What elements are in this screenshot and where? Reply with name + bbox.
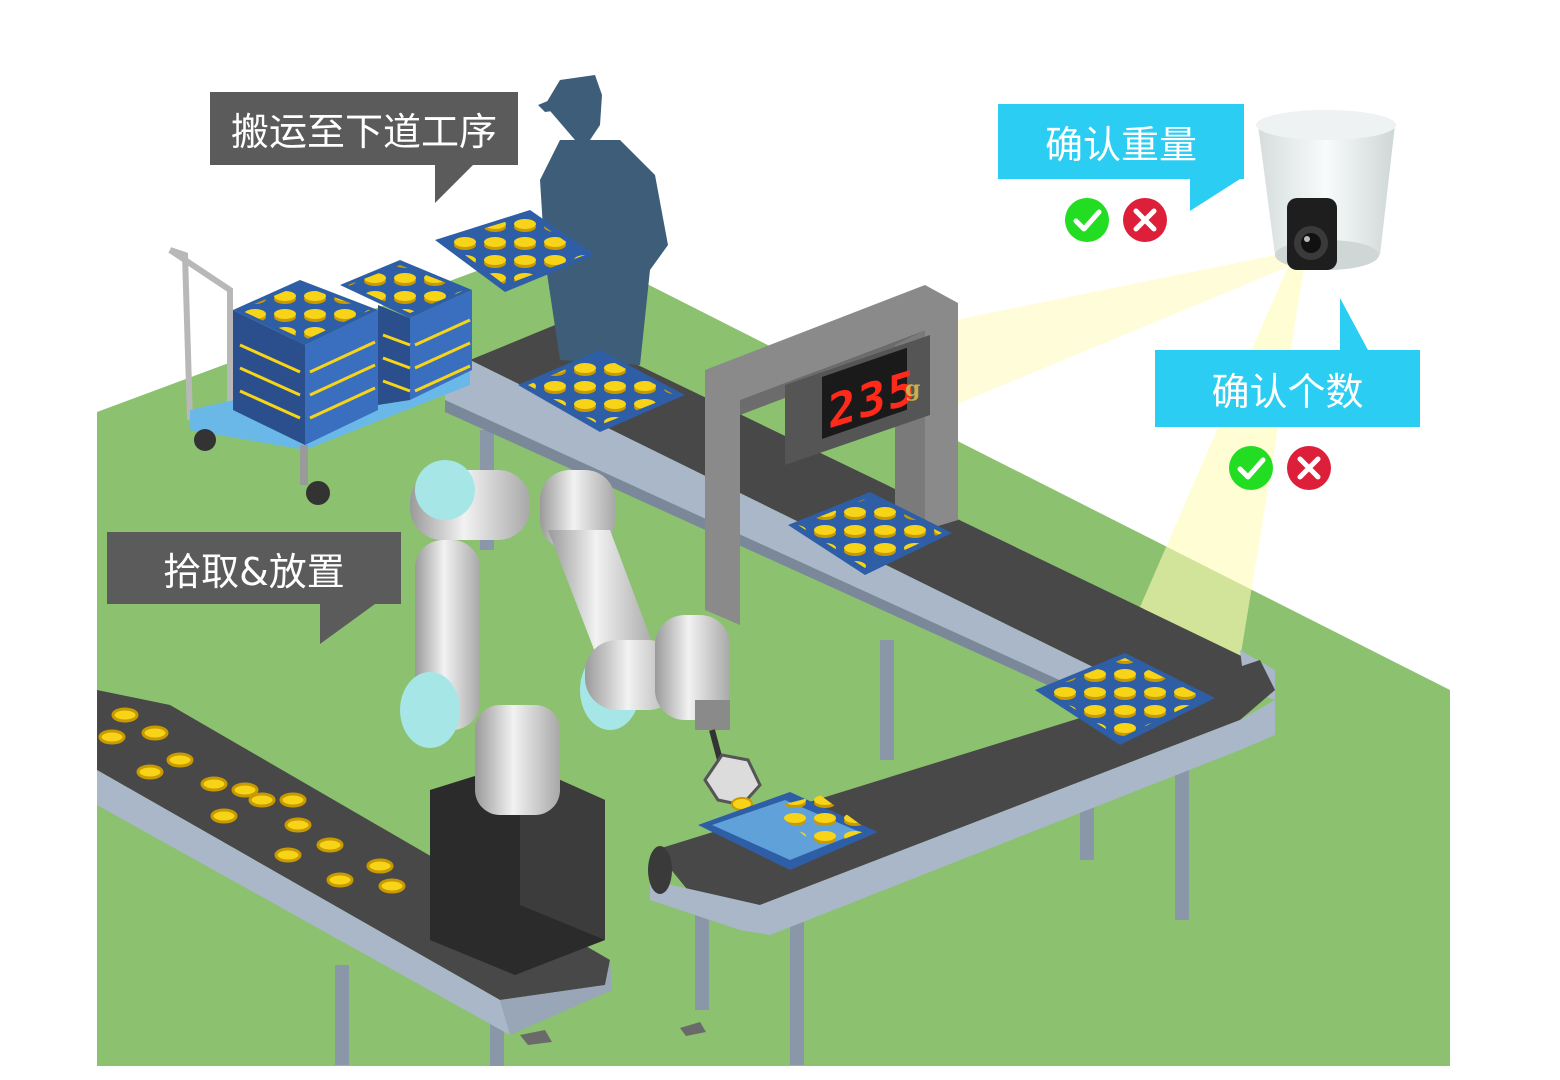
tray-in-gate: [788, 492, 952, 575]
worker-arm: [590, 225, 660, 272]
tray-being-filled: [698, 792, 878, 870]
callout-count-text: 确认个数: [1211, 370, 1364, 414]
cross-icon: [1287, 446, 1331, 490]
callout-transport-tail: [435, 165, 473, 203]
robot-arm: [400, 460, 762, 975]
tray-stack-right: [340, 260, 472, 405]
cross-icon: [1123, 198, 1167, 242]
callout-count: 确认个数: [1155, 350, 1420, 427]
tray-cart: [168, 247, 472, 505]
callout-transport: 搬运至下道工序: [210, 92, 518, 165]
callout-weight: 确认重量: [998, 104, 1244, 179]
weighing-gate: [705, 285, 958, 625]
tray-on-belt-3: [1035, 653, 1215, 745]
weight-display: [822, 347, 907, 439]
gripper: [703, 753, 762, 807]
weight-status-icons: [1064, 197, 1168, 243]
callout-count-tail: [1340, 298, 1368, 350]
callout-transport-text: 搬运至下道工序: [230, 110, 497, 154]
check-icon: [1229, 446, 1273, 490]
carried-tray: [435, 210, 595, 292]
vision-camera: [1256, 110, 1396, 270]
callout-weight-tail: [1190, 179, 1240, 211]
tray-on-belt-1: [518, 350, 685, 432]
callout-pick-place-tail: [320, 604, 375, 644]
check-icon: [1065, 198, 1109, 242]
loose-products: [98, 707, 469, 915]
callout-pick-place: 拾取&放置: [107, 532, 401, 604]
tray-stack-left: [233, 280, 378, 445]
camera-beam-weight: [955, 252, 1300, 405]
callout-weight-text: 确认重量: [1044, 123, 1197, 167]
callout-pick-place-text: 拾取&放置: [163, 549, 345, 594]
weight-unit: g: [905, 376, 921, 402]
count-status-icons: [1228, 445, 1332, 491]
